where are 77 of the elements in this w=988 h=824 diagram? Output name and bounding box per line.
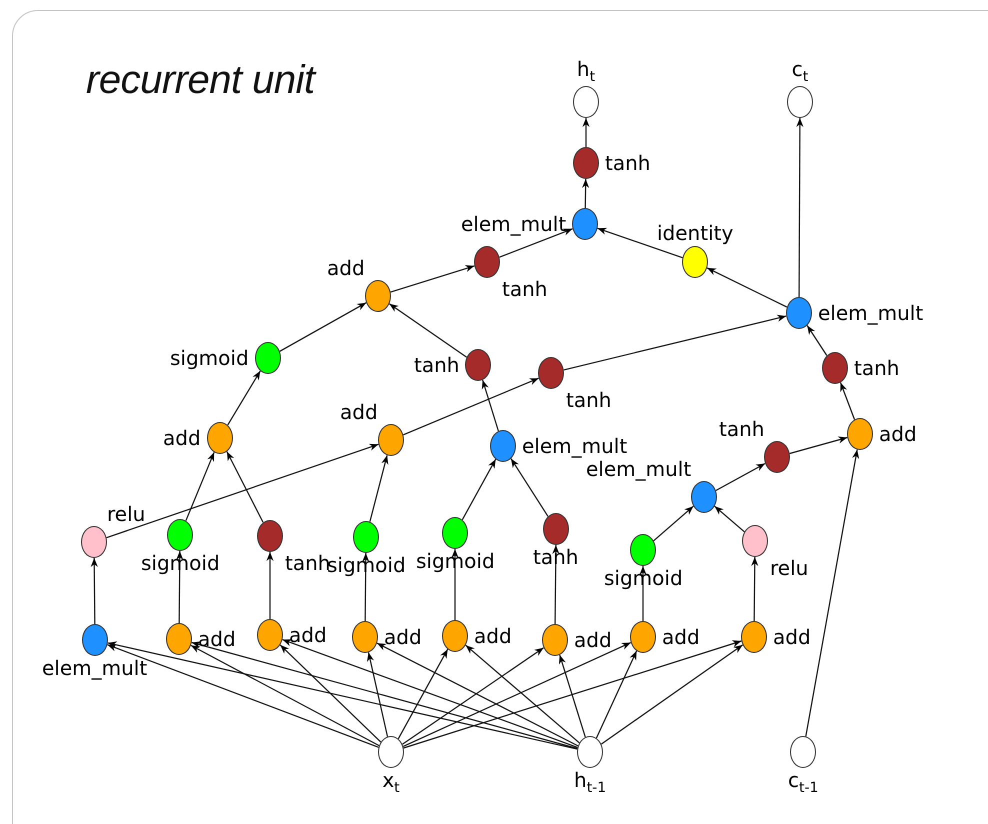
arrow — [108, 641, 578, 750]
arrow — [582, 179, 590, 208]
node-label: tanh — [719, 418, 764, 441]
node-label: h$_{t}$ — [576, 58, 596, 86]
arrow — [558, 654, 586, 738]
arrow — [280, 302, 366, 352]
arrow — [582, 118, 590, 147]
arrow — [751, 557, 758, 621]
node-label: tanh — [501, 278, 548, 301]
node-label: x$_{t}$ — [382, 768, 400, 796]
arrow — [403, 378, 539, 436]
arrow — [190, 644, 380, 746]
node-label: h$_{t-1}$ — [574, 768, 606, 796]
node-label: relu — [769, 557, 808, 580]
node-label: elem_mult — [42, 656, 148, 680]
node-label: elem_mult — [817, 302, 924, 324]
arrow — [369, 455, 388, 522]
arrow — [482, 380, 499, 432]
node-label: add — [327, 257, 365, 280]
node-label: sigmoid — [170, 346, 250, 370]
arrow — [366, 652, 388, 737]
node-label: tanh — [565, 389, 612, 412]
arrow — [796, 118, 804, 297]
arrow — [716, 462, 766, 492]
arrow — [282, 639, 578, 748]
node-label: relu — [107, 503, 146, 526]
node-label: tanh — [604, 152, 650, 174]
arrow — [280, 644, 382, 743]
node-label: add — [163, 426, 202, 450]
arrow — [227, 370, 261, 426]
node-label: add — [288, 624, 327, 646]
node-label: tanh — [853, 356, 900, 380]
arrow — [376, 642, 578, 746]
arrow — [790, 436, 848, 454]
node-label: add — [383, 626, 422, 648]
arrow — [402, 647, 544, 745]
node-label: elem_mult — [461, 212, 568, 236]
arrow — [596, 650, 638, 738]
node-label: add — [573, 628, 612, 652]
arrow — [266, 552, 274, 619]
arrow — [402, 642, 632, 747]
node-label: add — [772, 626, 811, 648]
arrow — [806, 325, 828, 356]
arrow — [499, 228, 573, 258]
arrow — [714, 506, 745, 532]
arrow — [564, 314, 786, 370]
node-label: identity — [657, 222, 734, 246]
node-label: tanh — [414, 354, 460, 376]
arrow — [600, 644, 744, 745]
node-label: c$_{t-1}$ — [788, 768, 818, 796]
node-label: add — [197, 628, 236, 650]
arrow — [403, 640, 742, 749]
node-label: add — [661, 626, 700, 648]
arrow — [107, 644, 379, 748]
arrow — [805, 450, 860, 736]
arrow — [390, 265, 475, 293]
arrow — [597, 228, 683, 258]
arrow — [226, 451, 264, 523]
node-label: elem_mult — [586, 458, 692, 481]
diagram-title: recurrent unit — [86, 58, 315, 103]
arrow — [106, 444, 379, 538]
node-label: c$_{t}$ — [792, 58, 808, 86]
arrow — [465, 644, 580, 744]
node-label: add — [473, 624, 512, 648]
node-label: add — [878, 422, 917, 446]
arrow — [653, 506, 694, 542]
node-label: add — [340, 401, 378, 424]
arrow — [840, 382, 856, 420]
arrow — [90, 558, 98, 624]
arrow — [398, 648, 448, 740]
arrow — [510, 458, 548, 517]
node-label: elem_mult — [521, 434, 628, 458]
arrow — [192, 641, 578, 750]
arrow — [706, 267, 788, 308]
arrow — [388, 303, 468, 358]
arrow — [462, 458, 496, 520]
arrow — [185, 452, 215, 521]
